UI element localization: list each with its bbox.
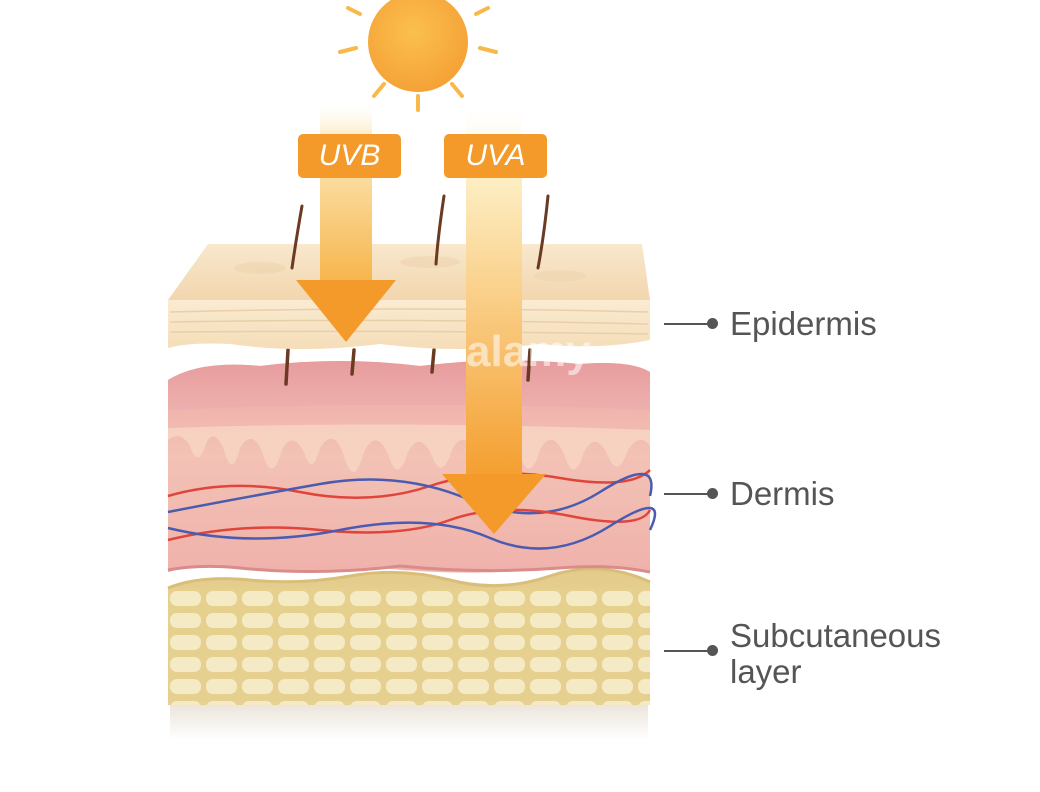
epidermis-label: Epidermis [730,305,877,342]
dermis-leader-dot [707,488,718,499]
subcutaneous-leader-line [664,650,712,652]
hair-follicles [284,348,532,386]
epidermis-leader-dot [707,318,718,329]
uvb-tag: UVB [298,134,401,178]
uvb-label: UVB [318,139,381,172]
subcutaneous-block [167,567,651,705]
epidermis-block [168,244,650,349]
base-shadow [170,700,648,740]
subcutaneous-label-line2: layer [730,653,802,690]
subcutaneous-label-line1: Subcutaneous [730,617,942,654]
subcutaneous-label: Subcutaneous layer [730,618,941,690]
dermis-block [167,360,657,574]
dermis-label: Dermis [730,475,835,512]
sun-icon [338,0,498,112]
uva-tag: UVA [444,134,547,178]
watermark-text: alamy [466,327,591,376]
dermis-leader-line [664,493,712,495]
uva-label: UVA [465,139,526,172]
epidermis-leader-line [664,323,712,325]
uvb-arrow [296,100,396,342]
subcutaneous-leader-dot [707,645,718,656]
